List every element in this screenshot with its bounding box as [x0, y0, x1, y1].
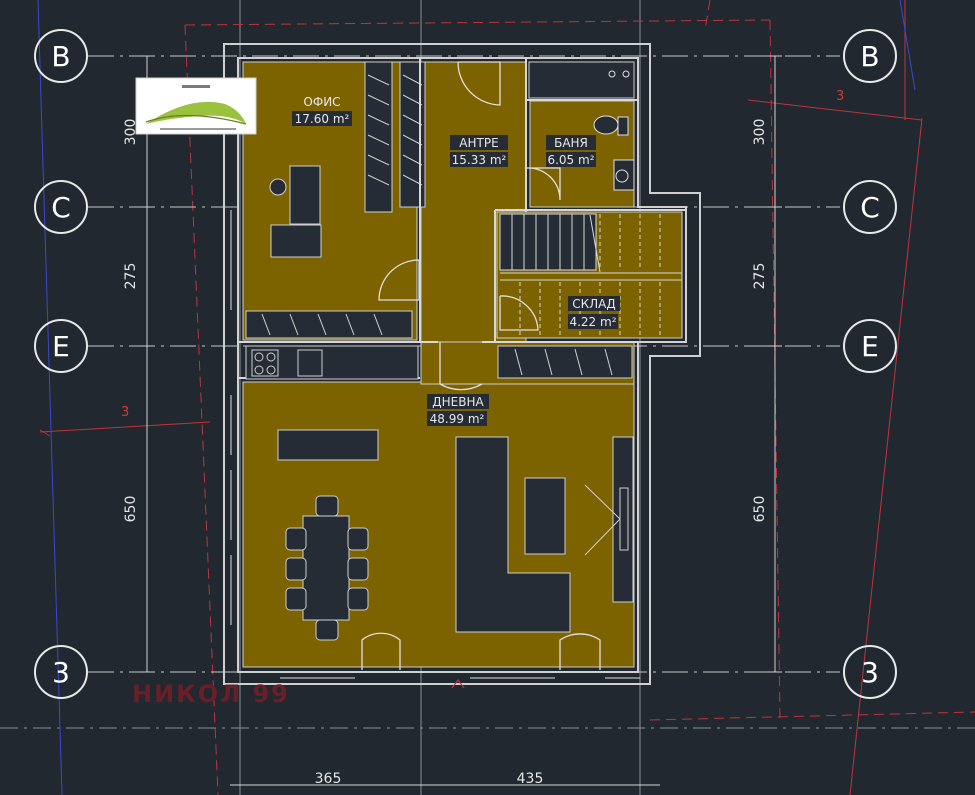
wardrobe-hatching	[261, 74, 613, 376]
axis-3-left: 3	[52, 656, 70, 689]
grid-axis-labels: B B C C E E 3 3	[51, 40, 880, 689]
sofa	[455, 436, 571, 633]
desk	[289, 165, 321, 225]
room-office-name: ОФИС	[303, 95, 340, 109]
interior-walls	[238, 58, 686, 379]
red-mark-left: 3	[121, 405, 129, 420]
wardrobes	[245, 61, 635, 379]
room-living-area: 48.99 m²	[430, 412, 485, 426]
room-office-area: 17.60 m²	[295, 112, 350, 126]
axis-b-right: B	[860, 40, 879, 73]
axis-c-right: C	[860, 191, 880, 224]
dining-set	[285, 495, 369, 641]
axis-3-right: 3	[861, 656, 879, 689]
room-hall-name: АНТРЕ	[459, 136, 498, 150]
entrance-marker	[451, 679, 465, 689]
stair-lines	[500, 214, 682, 338]
office-chair	[269, 178, 287, 196]
room-bath-area: 6.05 m²	[547, 153, 594, 167]
axis-e-left: E	[52, 330, 70, 363]
office-furniture	[269, 165, 322, 258]
axis-b-left: B	[51, 40, 70, 73]
grid-axis-bubbles	[34, 29, 897, 699]
red-survey-lines	[39, 0, 923, 795]
outer-walls	[223, 43, 701, 685]
dim-right-2: 275	[752, 263, 768, 290]
bath-fixtures	[593, 70, 635, 191]
axis-e-right: E	[861, 330, 879, 363]
tv-lines	[584, 484, 621, 556]
dim-left-3: 650	[123, 496, 139, 523]
living-furniture	[455, 436, 634, 633]
watermark: НИКОЛ 99	[132, 680, 290, 708]
dim-left-2: 275	[123, 263, 139, 290]
room-hall-area: 15.33 m²	[452, 153, 507, 167]
dim-left-1: 300	[123, 119, 139, 146]
company-logo	[135, 77, 257, 135]
doors	[361, 61, 601, 670]
dim-right-3: 650	[752, 496, 768, 523]
dining-table	[302, 515, 350, 621]
room-living-name: ДНЕВНА	[432, 395, 484, 409]
dim-bottom-2: 435	[517, 771, 544, 787]
room-labels: ОФИС 17.60 m² АНТРЕ 15.33 m² БАНЯ 6.05 m…	[292, 95, 620, 426]
dimension-lines	[140, 55, 782, 673]
windows	[230, 210, 640, 679]
axis-c-left: C	[51, 191, 71, 224]
blue-lines	[37, 0, 916, 795]
red-mark-right: 3	[836, 89, 844, 104]
cooktop	[254, 352, 276, 375]
coffee-table	[524, 477, 566, 555]
room-bath-name: БАНЯ	[554, 136, 588, 150]
kitchen-island	[277, 429, 379, 461]
toilet	[593, 115, 619, 135]
red-boundary-lines	[184, 0, 975, 795]
room-storage-name: СКЛАД	[572, 297, 616, 311]
room-storage-area: 4.22 m²	[569, 315, 616, 329]
dim-right-1: 300	[752, 119, 768, 146]
desk-return	[270, 224, 322, 258]
dim-bottom-1: 365	[315, 771, 342, 787]
